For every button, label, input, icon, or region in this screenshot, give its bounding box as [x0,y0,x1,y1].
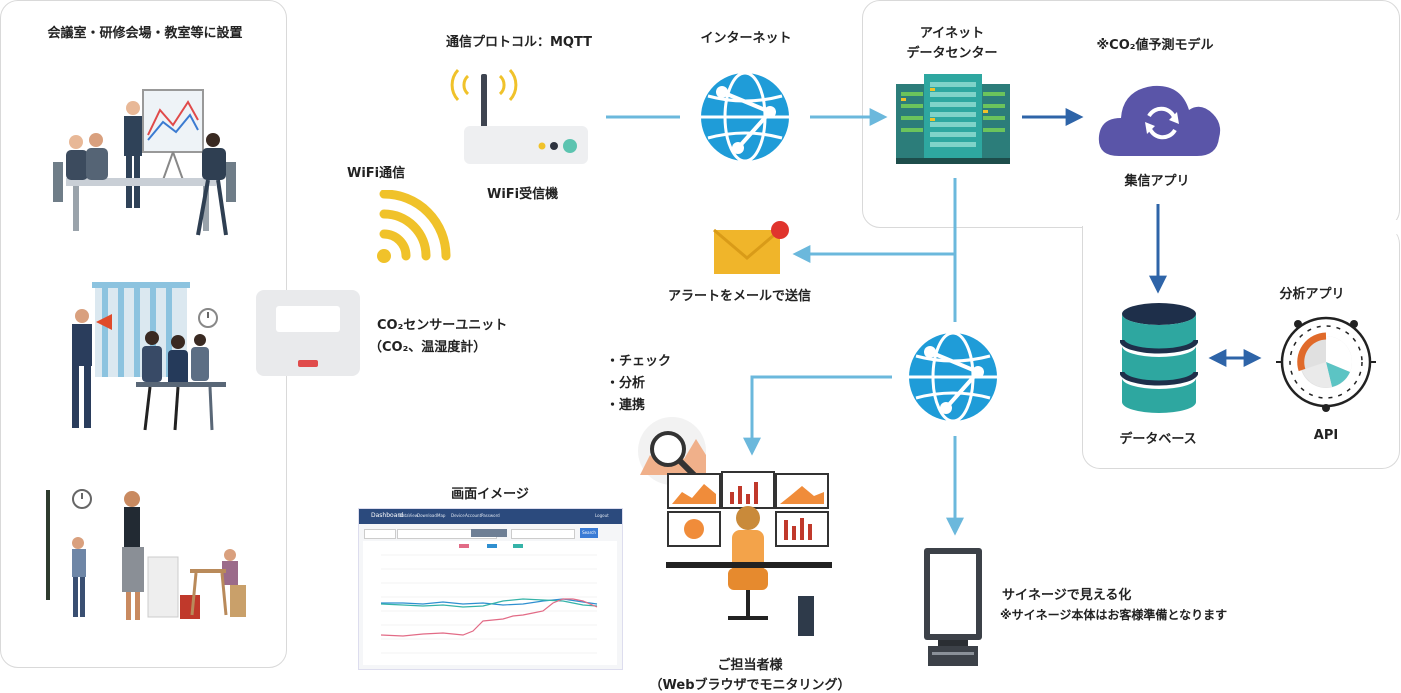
digital-signage-icon [924,548,982,666]
nav-download[interactable]: Download [417,513,437,518]
dashboard-screenshot: Dashboard DataView Download Map Device A… [358,508,623,670]
database-icon [1120,303,1198,413]
database-label: データベース [1119,432,1197,447]
nav-password[interactable]: Password [481,513,500,518]
cloud-sync-icon [1098,85,1221,156]
sensor-name: CO₂センサーユニット [377,318,508,333]
panel-seam [1083,220,1397,234]
meeting-room-illustration [53,89,236,236]
protocol-label: 通信プロトコル：MQTT [446,35,593,50]
datacenter-line2: データセンター [906,46,998,61]
internet-label: インターネット [700,31,792,46]
nav-device[interactable]: Device [451,513,465,518]
signage-note: ※サイネージ本体はお客様準備となります [1000,608,1228,622]
server-rack-icon [896,74,1010,164]
analysis-chart-icon [1276,316,1376,412]
nav-account[interactable]: Account [465,513,482,518]
operator-sublabel: （Webブラウザでモニタリング） [649,678,851,693]
sensor-grille [276,306,340,332]
training-hall-illustration [72,282,226,431]
nav-logout[interactable]: Logout [595,513,609,518]
left-panel-title: 会議室・研修会場・教室等に設置 [47,26,243,41]
nav-dataview[interactable]: DataView [399,513,419,518]
datacenter-line1: アイネット [919,26,985,41]
internet-globe-icon [701,72,789,162]
date-input[interactable] [511,529,575,539]
mail-alert-icon [713,221,789,274]
wifi-label: WiFi通信 [347,166,406,181]
operator-workstation-illustration [666,471,832,636]
collect-app-label: 集信アプリ [1124,174,1190,189]
search-button[interactable]: Search [580,528,598,538]
dashboard-navbar: Dashboard DataView Download Map Device A… [359,509,622,524]
nav-map[interactable]: Map [437,513,446,518]
checklist-item-check: ・チェック [606,354,672,369]
classroom-illustration [46,489,246,620]
operator-label: ご担当者様 [717,658,783,673]
alert-label: アラートをメールで送信 [668,289,812,304]
globe-to-operator-arrow [743,375,892,456]
router-label: WiFi受信機 [487,187,559,202]
sensor-led [298,360,318,367]
model-label: ※CO₂値予測モデル [1096,38,1214,53]
device-select[interactable] [364,529,396,539]
internet-globe-icon-2 [909,332,997,422]
dashboard-line-chart [380,544,598,654]
wifi-signal-icon [377,190,451,263]
analysis-title: 分析アプリ [1279,287,1345,302]
checklist-item-integration: ・連携 [606,398,646,413]
screen-title: 画面イメージ [451,487,529,502]
dashboard-brand: Dashboard [371,512,404,519]
router-icon [450,68,588,164]
sensor-detail: （CO₂、温湿度計） [369,340,487,355]
co2-sensor-device [256,290,360,376]
chart-area [363,541,617,665]
api-label: API [1313,428,1339,443]
signage-title: サイネージで見える化 [1002,588,1132,603]
checklist-item-analysis: ・分析 [606,376,646,391]
target-day-label [471,529,507,537]
magnifier-analysis-icon [638,417,706,485]
